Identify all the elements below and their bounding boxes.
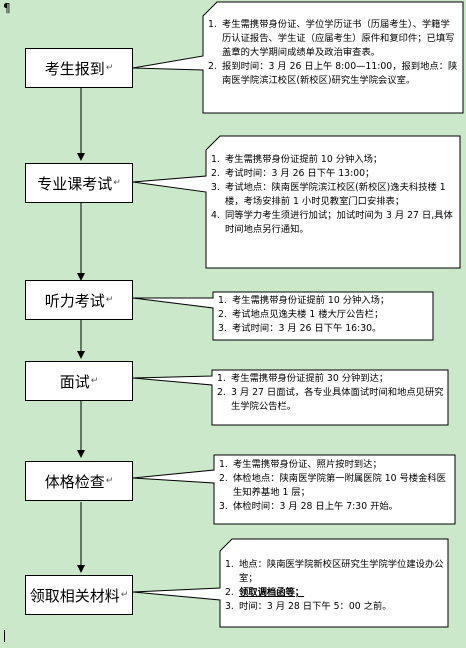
note-item: 2.考试地点见逸夫楼 1 楼大厅公告栏； [218, 309, 384, 320]
note-item: 2.报到时间：3 月 26 日上午 8:00—11:00，报到地点：陕南医学院滨… [208, 61, 458, 86]
step-major-exam-label: 专业课考试 [37, 174, 113, 193]
step-major-exam: 专业课考试↵ [25, 163, 133, 203]
note-item: 1.考生需携带身份证提前 10 分钟入场； [218, 295, 390, 306]
return-mark-icon: ↵ [113, 178, 121, 188]
step-interview-label: 面试 [59, 372, 90, 391]
note-major-exam: 1.考生需携带身份证提前 10 分钟入场； 2.考试时间：3 月 26 日下午 … [211, 153, 456, 237]
note-item: 1.地点：陕南医学院新校区研究生学院学位建设办公室； [225, 559, 444, 584]
step-interview: 面试↵ [25, 361, 133, 401]
note-item: 1.考生需携带身份证提前 30 分钟到达； [217, 373, 389, 384]
return-mark-icon: ↵ [120, 590, 129, 600]
note-physical-exam: 1.考生需携带身份证、照片按时到达； 2.体检地点：陕南医学院第一附属医院 10… [219, 458, 452, 514]
step-listening-exam-label: 听力考试 [44, 291, 105, 310]
return-mark-icon: ↵ [105, 476, 114, 486]
step-collect-materials: 领取相关材料↵ [25, 575, 133, 615]
note-item: 4.同等学力考生须进行加试；加试时间为 3 月 27 日,具体时间地点另行通知。 [211, 210, 453, 235]
note-collect-materials: 1.地点：陕南医学院新校区研究生学院学位建设办公室； 2.领取调档函等； 3.时… [225, 558, 445, 614]
note-item: 1.考生需携带身份证、照片按时到达； [219, 459, 382, 470]
note-checkin: 1.考生需携带身份证、学位学历证书（历届考生）、学籍学历认证报告、学生证（应届考… [208, 18, 458, 88]
text-cursor [4, 630, 5, 642]
step-physical-exam-label: 体格检查 [44, 472, 105, 491]
paragraph-mark-icon: ¶ [3, 1, 11, 15]
step-physical-exam: 体格检查↵ [25, 461, 133, 501]
callout-exam-outline [132, 135, 461, 269]
step-collect-materials-label: 领取相关材料 [29, 586, 120, 605]
step-checkin: 考生报到↵ [25, 48, 133, 88]
note-item: 1.考生需携带身份证、学位学历证书（历届考生）、学籍学历认证报告、学生证（应届考… [208, 19, 455, 58]
callout-listening-outline [132, 291, 434, 341]
return-mark-icon: ↵ [105, 63, 114, 73]
step-checkin-label: 考生报到 [44, 59, 105, 78]
return-mark-icon: ↵ [90, 376, 99, 386]
note-item: 3.考试地点：陕南医学院滨江校区(新校区)逸夫科技楼 1 楼，考场安排前 1 小… [211, 182, 446, 207]
note-item: 2.体检地点：陕南医学院第一附属医院 10 号楼金科医生知养基地 1 层； [219, 473, 446, 498]
callout-checkin-outline [132, 1, 464, 114]
callout-materials-outline [132, 538, 449, 628]
note-item: 3.时间：3 月 28 日下午 5：00 之前。 [225, 601, 392, 612]
note-item: 2.领取调档函等； [225, 587, 305, 598]
note-item: 2.考试时间：3 月 26 日下午 13:00； [211, 168, 375, 179]
note-item: 3.考试时间：3 月 26 日下午 16:30。 [218, 323, 382, 334]
return-mark-icon: ↵ [105, 295, 114, 305]
callout-physical-outline [132, 454, 456, 525]
note-item: 2.3 月 27 日面试，各专业具体面试时间和地点见研究生学院公告栏。 [217, 387, 444, 412]
step-listening-exam: 听力考试↵ [25, 280, 133, 320]
note-item: 3.体检时间：3 月 28 日上午 7:30 开始。 [219, 501, 398, 512]
note-item: 1.考生需携带身份证提前 10 分钟入场； [211, 154, 383, 165]
note-listening-exam: 1.考生需携带身份证提前 10 分钟入场； 2.考试地点见逸夫楼 1 楼大厅公告… [218, 294, 430, 336]
callout-interview-outline [132, 369, 449, 426]
note-interview: 1.考生需携带身份证提前 30 分钟到达； 2.3 月 27 日面试，各专业具体… [217, 372, 445, 414]
